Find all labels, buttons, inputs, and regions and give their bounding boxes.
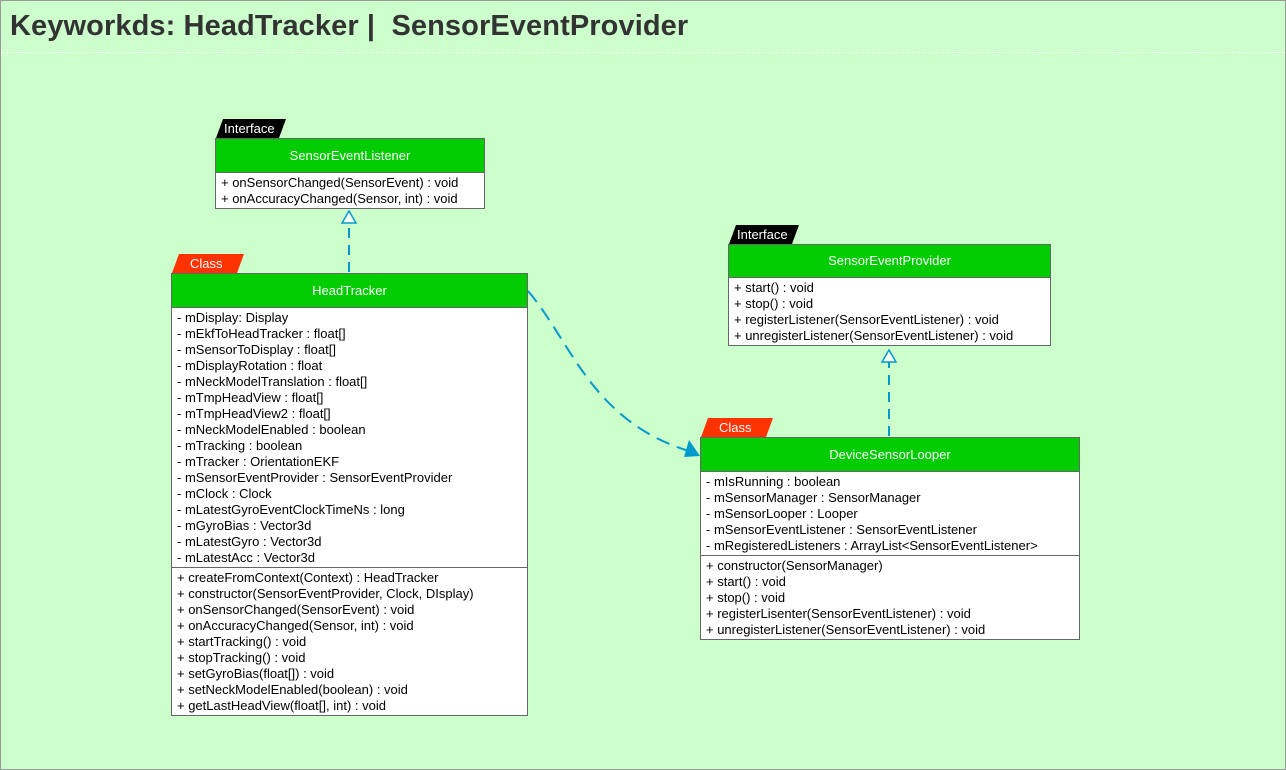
- methods-section: + createFromContext(Context) : HeadTrack…: [172, 567, 527, 715]
- member-row: - mSensorEventProvider : SensorEventProv…: [177, 470, 453, 485]
- stereotype-tag-head-tracker: Class: [172, 254, 244, 273]
- member-row: - mEkfToHeadTracker : float[]: [177, 326, 346, 341]
- member-row: + unregisterListener(SensorEventListener…: [706, 622, 986, 637]
- member-row: + setNeckModelEnabled(boolean) : void: [177, 682, 408, 697]
- page-title: Keyworkds: HeadTracker | SensorEventProv…: [10, 10, 689, 42]
- title-divider: [1, 52, 1285, 53]
- member-row: + unregisterListener(SensorEventListener…: [734, 328, 1014, 343]
- member-row: - mTmpHeadView : float[]: [177, 390, 324, 405]
- member-row: + constructor(SensorEventProvider, Clock…: [177, 586, 474, 601]
- stereotype-tag-device-sensor-looper: Class: [701, 418, 773, 437]
- member-row: - mTmpHeadView2 : float[]: [177, 406, 331, 421]
- member-row: - mSensorManager : SensorManager: [706, 490, 921, 505]
- member-row: + stop() : void: [706, 590, 786, 605]
- attributes-section: - mDisplay: Display- mEkfToHeadTracker :…: [172, 308, 527, 567]
- realization-arrowhead-listener: [340, 209, 358, 224]
- dependency-arrowhead-looper: [684, 440, 700, 457]
- member-row: + getLastHeadView(float[], int) : void: [177, 698, 386, 713]
- member-row: - mTracker : OrientationEKF: [177, 454, 340, 469]
- member-row: + start() : void: [734, 280, 814, 295]
- member-row: - mNeckModelEnabled : boolean: [177, 422, 366, 437]
- member-row: - mClock : Clock: [177, 486, 272, 501]
- member-row: + onAccuracyChanged(Sensor, int) : void: [177, 618, 414, 633]
- class-box-device-sensor-looper[interactable]: DeviceSensorLooper - mIsRunning : boolea…: [700, 437, 1080, 640]
- methods-section: + onSensorChanged(SensorEvent) : void+ o…: [216, 173, 484, 208]
- member-row: + onSensorChanged(SensorEvent) : void: [221, 175, 459, 190]
- member-row: + setGyroBias(float[]) : void: [177, 666, 335, 681]
- member-row: - mLatestGyroEventClockTimeNs : long: [177, 502, 405, 517]
- member-row: + start() : void: [706, 574, 786, 589]
- methods-section: + constructor(SensorManager)+ start() : …: [701, 555, 1079, 639]
- member-row: - mSensorToDisplay : float[]: [177, 342, 336, 357]
- realization-arrowhead-provider: [880, 348, 898, 363]
- member-row: - mLatestAcc : Vector3d: [177, 550, 316, 565]
- stereotype-tag-sensor-event-listener: Interface: [216, 119, 286, 138]
- interface-box-sensor-event-listener[interactable]: SensorEventListener + onSensorChanged(Se…: [215, 138, 485, 209]
- member-row: - mGyroBias : Vector3d: [177, 518, 312, 533]
- stereotype-tag-sensor-event-provider: Interface: [729, 225, 799, 244]
- member-row: + createFromContext(Context) : HeadTrack…: [177, 570, 439, 585]
- member-row: - mNeckModelTranslation : float[]: [177, 374, 368, 389]
- attributes-section: - mIsRunning : boolean- mSensorManager :…: [701, 472, 1079, 555]
- member-row: + stop() : void: [734, 296, 814, 311]
- class-name: DeviceSensorLooper: [701, 438, 1079, 472]
- member-row: - mDisplay: Display: [177, 310, 289, 325]
- interface-box-sensor-event-provider[interactable]: SensorEventProvider + start() : void+ st…: [728, 244, 1051, 346]
- member-row: + registerLisenter(SensorEventListener) …: [706, 606, 971, 621]
- dependency-line-headtracker-looper: [527, 290, 690, 452]
- member-row: - mRegisteredListeners : ArrayList<Senso…: [706, 538, 1038, 553]
- member-row: - mDisplayRotation : float: [177, 358, 323, 373]
- interface-name: SensorEventListener: [216, 139, 484, 173]
- member-row: - mLatestGyro : Vector3d: [177, 534, 322, 549]
- methods-section: + start() : void+ stop() : void+ registe…: [729, 278, 1050, 345]
- member-row: + onAccuracyChanged(Sensor, int) : void: [221, 191, 458, 206]
- member-row: - mIsRunning : boolean: [706, 474, 841, 489]
- member-row: + registerListener(SensorEventListener) …: [734, 312, 999, 327]
- member-row: - mTracking : boolean: [177, 438, 303, 453]
- class-name: HeadTracker: [172, 274, 527, 308]
- member-row: - mSensorLooper : Looper: [706, 506, 858, 521]
- member-row: + constructor(SensorManager): [706, 558, 883, 573]
- member-row: + onSensorChanged(SensorEvent) : void: [177, 602, 415, 617]
- member-row: + startTracking() : void: [177, 634, 307, 649]
- member-row: - mSensorEventListener : SensorEventList…: [706, 522, 977, 537]
- class-box-head-tracker[interactable]: HeadTracker - mDisplay: Display- mEkfToH…: [171, 273, 528, 716]
- interface-name: SensorEventProvider: [729, 245, 1050, 278]
- member-row: + stopTracking() : void: [177, 650, 306, 665]
